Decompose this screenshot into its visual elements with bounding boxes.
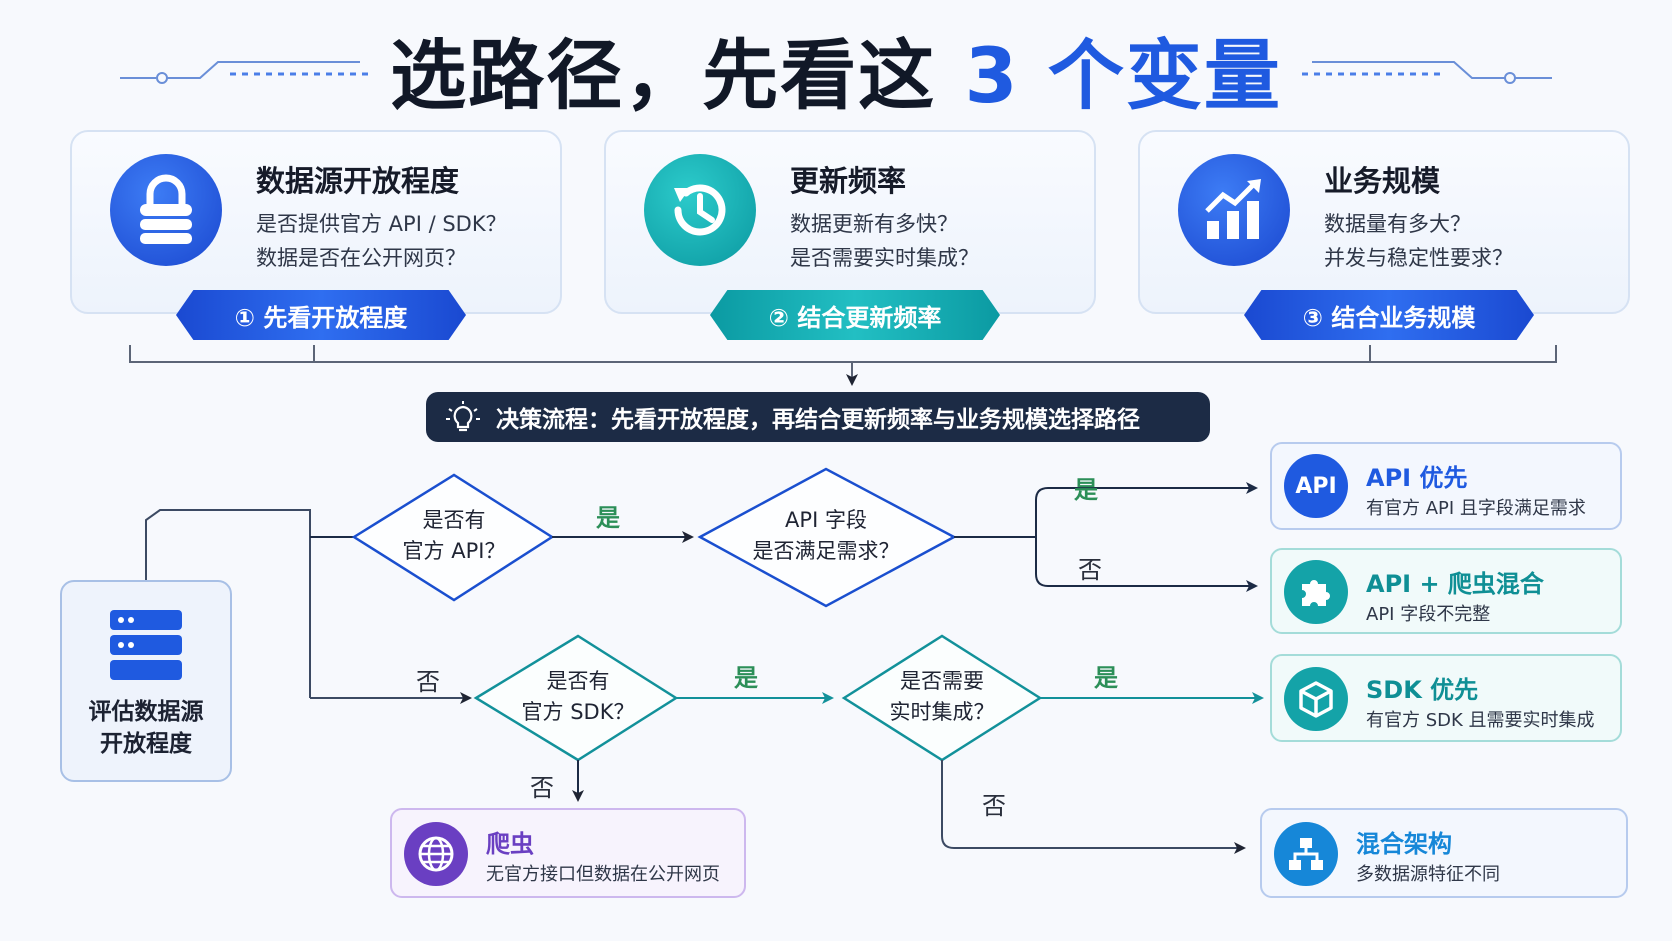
globe-icon	[404, 822, 468, 886]
step-ribbon-1: ① 先看开放程度	[176, 290, 466, 340]
result-title: API 优先	[1366, 464, 1468, 492]
lock-icon	[110, 154, 222, 266]
step-ribbon-2: ② 结合更新频率	[710, 290, 1000, 340]
decision-realtime: 是否需要实时集成？	[889, 669, 995, 724]
yes-label: 是	[596, 504, 620, 532]
hierarchy-icon	[1274, 822, 1338, 886]
result-subtitle: 有官方 SDK 且需要实时集成	[1366, 710, 1595, 731]
no-label: 否	[982, 792, 1006, 820]
result-subtitle: 有官方 API 且字段满足需求	[1366, 498, 1586, 519]
variable-question: 数据是否在公开网页？	[256, 246, 466, 270]
server-icon	[110, 610, 182, 680]
no-label: 否	[530, 774, 554, 802]
decision-official-api: 是否有官方 API？	[402, 508, 506, 563]
start-box: 评估数据源 开放程度	[60, 580, 232, 782]
result-mixed-architecture: 混合架构 多数据源特征不同	[1260, 808, 1628, 898]
start-label: 评估数据源	[88, 699, 204, 725]
no-label: 否	[416, 668, 440, 696]
decision-official-sdk: 是否有官方 SDK？	[521, 669, 635, 724]
result-crawler: 爬虫 无官方接口但数据在公开网页	[390, 808, 746, 898]
result-subtitle: 多数据源特征不同	[1356, 864, 1500, 885]
start-label: 开放程度	[100, 731, 192, 757]
lightbulb-icon	[446, 401, 480, 432]
puzzle-icon	[1284, 560, 1348, 624]
no-label: 否	[1078, 556, 1102, 584]
result-title: 爬虫	[486, 830, 534, 858]
variable-question: 数据更新有多快？	[790, 212, 958, 236]
decision-banner: 决策流程：先看开放程度，再结合更新频率与业务规模选择路径	[426, 392, 1210, 442]
result-api-first: API API 优先 有官方 API 且字段满足需求	[1270, 442, 1622, 530]
step-ribbon-3: ③ 结合业务规模	[1244, 290, 1534, 340]
result-subtitle: 无官方接口但数据在公开网页	[486, 864, 720, 885]
yes-label: 是	[1074, 476, 1098, 504]
variable-question: 是否提供官方 API / SDK？	[256, 212, 507, 236]
yes-label: 是	[1094, 664, 1118, 692]
clock-history-icon	[644, 154, 756, 266]
variable-title: 业务规模	[1324, 164, 1441, 198]
variable-question: 是否需要实时集成？	[790, 246, 979, 270]
cube-icon	[1284, 667, 1348, 731]
variable-question: 数据量有多大？	[1324, 212, 1471, 236]
result-api-crawler-hybrid: API + 爬虫混合 API 字段不完整	[1270, 548, 1622, 634]
variable-title: 数据源开放程度	[256, 164, 460, 198]
yes-label: 是	[734, 664, 758, 692]
result-title: 混合架构	[1356, 830, 1452, 858]
variable-card-scale: 业务规模 数据量有多大？ 并发与稳定性要求？	[1138, 130, 1630, 314]
variable-question: 并发与稳定性要求？	[1324, 246, 1513, 270]
result-sdk-first: SDK 优先 有官方 SDK 且需要实时集成	[1270, 654, 1622, 742]
bar-chart-icon	[1178, 154, 1290, 266]
api-badge-icon: API	[1284, 454, 1348, 518]
variable-card-openness: 数据源开放程度 是否提供官方 API / SDK？ 数据是否在公开网页？	[70, 130, 562, 314]
page-title: 选路径，先看这 3 个变量	[390, 31, 1282, 120]
variable-title: 更新频率	[790, 164, 907, 198]
decision-api-fields: API 字段是否满足需求？	[752, 508, 900, 563]
title-circuit-left-decoration	[120, 61, 370, 84]
banner-text: 决策流程：先看开放程度，再结合更新频率与业务规模选择路径	[496, 407, 1140, 433]
result-title: API + 爬虫混合	[1366, 570, 1544, 598]
title-circuit-right-decoration	[1302, 61, 1552, 84]
result-title: SDK 优先	[1366, 676, 1479, 704]
result-subtitle: API 字段不完整	[1366, 604, 1491, 625]
